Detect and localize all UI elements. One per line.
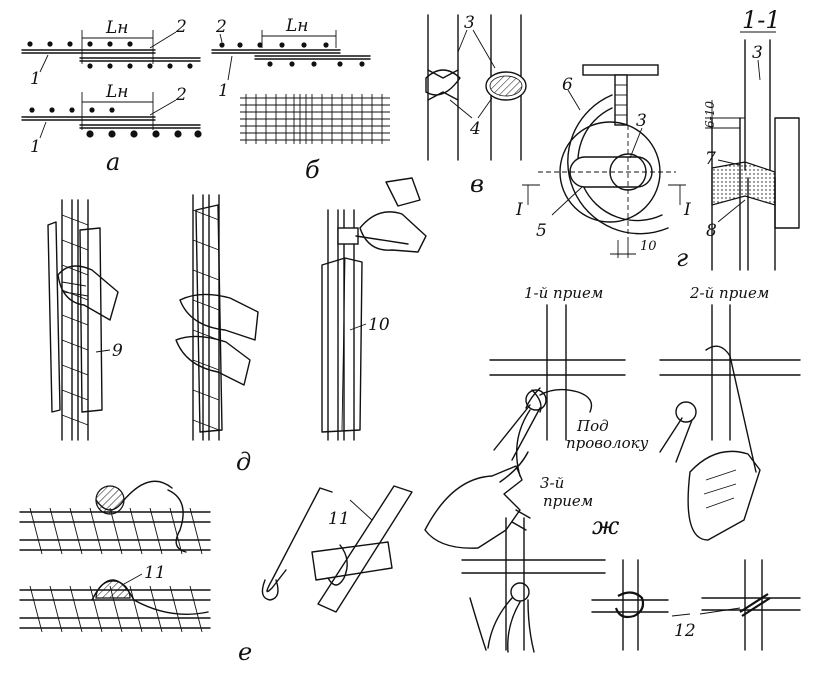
panel-d-placing: 9 10 д	[47, 177, 427, 476]
label-3-weld: 3	[464, 13, 475, 33]
lap-length-label-1: Lн	[105, 18, 129, 38]
mesh-tie-bottom: 11	[19, 563, 211, 633]
panel-a-lap-splice: Lн 2 1 Lн 2 1 а	[21, 17, 202, 176]
clamp-frame-outer	[567, 94, 669, 235]
panel-g-clamp: I I 6 3 5 10 г	[515, 64, 691, 272]
mesh-tie-top	[19, 480, 211, 555]
panel-v-butt-weld: 3 4 в	[425, 13, 527, 198]
bar-dots-bottom	[29, 107, 202, 138]
hand-step-2	[687, 450, 761, 541]
panel-v-letter: в	[470, 170, 484, 198]
lap-length-label-3: Lн	[285, 16, 309, 36]
clamp-handle	[582, 64, 659, 76]
label-11-tool: 11	[328, 509, 350, 529]
label-3-clamp: 3	[636, 111, 647, 131]
label-5-clamp: 5	[536, 221, 547, 241]
placing-step-2	[175, 194, 259, 441]
cut-mark-left: I	[515, 200, 523, 220]
panel-e-tying: 11 е	[19, 480, 252, 666]
welded-mesh-grid	[240, 94, 390, 144]
bar-horizontal	[311, 541, 393, 581]
under-wire-caption-1: Под	[576, 417, 609, 435]
step-3-caption-1: 3-й	[540, 474, 564, 492]
hand-3	[359, 211, 427, 253]
finished-ties: 12	[591, 559, 801, 651]
placing-step-1: 9	[47, 199, 123, 441]
tying-hook-tool: 11	[261, 485, 413, 613]
label-4-weld: 4	[469, 119, 481, 139]
step-1-drawing: Под проволоку	[489, 304, 649, 477]
bar-diagonal	[317, 485, 413, 613]
panel-a-letter: а	[106, 148, 120, 176]
under-wire-caption-2: проволоку	[566, 434, 649, 452]
label-2-mesh: 2	[215, 17, 227, 37]
hand-1	[57, 265, 119, 321]
step-3-drawing: 3-й прием ж	[424, 451, 620, 653]
lap-length-label-2: Lн	[105, 82, 129, 102]
pliers-1-jaw	[525, 389, 547, 411]
step-1-caption: 1-й прием	[524, 284, 603, 302]
hand-2b	[175, 335, 251, 386]
bar-dots-top	[27, 41, 193, 69]
label-1-top: 1	[30, 69, 41, 89]
step-2-drawing	[659, 304, 801, 541]
label-9: 9	[112, 341, 123, 361]
step-2-caption: 2-й прием	[689, 284, 769, 302]
label-1-mesh: 1	[218, 81, 229, 101]
panel-zh-letter: ж	[592, 512, 620, 540]
hand-2a	[179, 293, 259, 341]
hand-step-3	[424, 465, 523, 549]
section-title: 1-1	[742, 6, 781, 34]
label-12: 12	[674, 621, 696, 641]
panel-b-mesh-splice: Lн 2 1 б	[211, 16, 390, 184]
panel-b-letter: б	[305, 156, 320, 184]
placing-step-3: 10	[321, 177, 427, 441]
cut-mark-right: I	[683, 200, 691, 220]
label-2-bottom: 2	[175, 85, 187, 105]
clamp-screw	[614, 74, 628, 126]
panel-g-letter: г	[676, 244, 688, 272]
label-2-top: 2	[175, 17, 187, 37]
panel-zh-tying-steps: 1-й прием 2-й прием Под проволоку 3-й	[424, 284, 801, 653]
width-dimension: 10	[640, 239, 657, 254]
step-3-caption-2: прием	[543, 492, 593, 510]
label-11-mesh: 11	[144, 563, 166, 583]
label-6-clamp: 6	[562, 75, 573, 95]
label-7-section: 7	[705, 149, 716, 169]
gap-dimension: 6-10	[703, 101, 717, 128]
hammer-head	[337, 227, 359, 245]
label-8-section: 8	[706, 221, 717, 241]
label-1-bottom: 1	[30, 137, 41, 157]
panel-d-letter: д	[236, 448, 251, 476]
section-1-1: 1-1 6-10 3 7 8	[703, 6, 800, 271]
label-3-section: 3	[752, 43, 763, 63]
label-10: 10	[368, 315, 390, 335]
panel-e-letter: е	[238, 638, 252, 666]
